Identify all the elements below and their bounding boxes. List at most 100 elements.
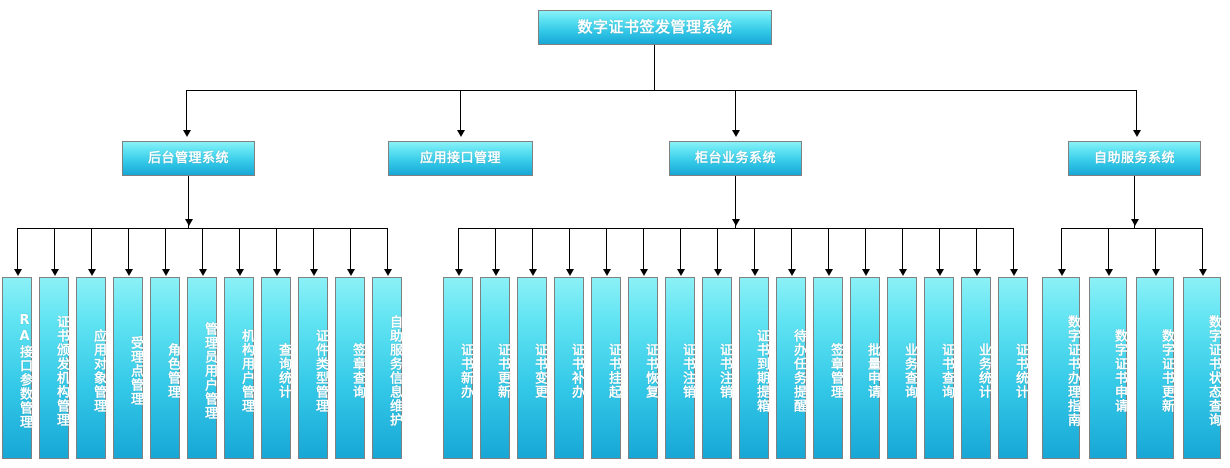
connector-drop-selfservice-1: [1108, 228, 1109, 270]
connector-stem-counter: [735, 176, 736, 228]
connector-stem-selfservice: [1134, 176, 1135, 228]
arrowhead-backend-3: [125, 269, 133, 276]
node-leaf-backend-7[interactable]: 查询统计: [261, 277, 291, 459]
connector-drop-backend-7: [276, 228, 277, 270]
connector-drop-backend-8: [313, 228, 314, 270]
arrowhead-backend-2: [88, 269, 96, 276]
node-counter-label: 柜台业务系统: [694, 150, 776, 166]
node-leaf-counter-13[interactable]: 证书查询: [924, 277, 954, 459]
node-selfservice-label: 自助服务系统: [1093, 150, 1175, 166]
node-leaf-counter-9[interactable]: 待办任务提醒: [776, 277, 806, 459]
arrowhead-backend-10: [384, 269, 392, 276]
connector-drop-backend-1: [54, 228, 55, 270]
arrowhead-counter-5: [640, 269, 648, 276]
connector-drop-backend-6: [239, 228, 240, 270]
node-leaf-counter-11[interactable]: 批量申请: [850, 277, 880, 459]
node-leaf-label: 数字证书办理指南: [1065, 315, 1080, 427]
arrowhead-counter-14: [973, 269, 981, 276]
node-api[interactable]: 应用接口管理: [388, 141, 533, 176]
connector-bus-counter: [458, 228, 1013, 229]
connector-drop-counter-13: [939, 228, 940, 270]
connector-drop-counter-9: [791, 228, 792, 270]
arrowhead-backend-9: [347, 269, 355, 276]
node-leaf-label: 数字证书申请: [1112, 329, 1127, 413]
node-leaf-backend-3[interactable]: 受理点管理: [113, 277, 143, 459]
connector-drop-counter-2: [532, 228, 533, 270]
node-leaf-counter-10[interactable]: 签章管理: [813, 277, 843, 459]
connector-drop-selfservice-3: [1202, 228, 1203, 270]
arrowhead-counter: [732, 130, 740, 137]
connector-drop-backend-5: [202, 228, 203, 270]
arrowhead-selfservice: [1133, 130, 1141, 137]
node-leaf-label: 机构用户管理: [239, 329, 254, 413]
node-leaf-counter-7[interactable]: 证书注销: [702, 277, 732, 459]
node-leaf-selfservice-2[interactable]: 数字证书更新: [1136, 277, 1174, 459]
node-leaf-backend-5[interactable]: 管理员用户管理: [187, 277, 217, 459]
connector-drop-counter-4: [606, 228, 607, 270]
node-root-label: 数字证书签发管理系统: [577, 17, 733, 36]
node-leaf-label: 业务查询: [902, 343, 917, 399]
node-leaf-counter-2[interactable]: 证书变更: [517, 277, 547, 459]
node-leaf-backend-9[interactable]: 签章查询: [335, 277, 365, 459]
node-leaf-counter-15[interactable]: 证书统计: [998, 277, 1028, 459]
node-leaf-label: 应用对象管理: [91, 329, 106, 413]
arrowhead-counter-13: [936, 269, 944, 276]
connector-drop-counter-0: [458, 228, 459, 270]
node-selfservice[interactable]: 自助服务系统: [1068, 141, 1201, 176]
arrowhead-backend-7: [273, 269, 281, 276]
arrowhead-backend-1: [51, 269, 59, 276]
node-leaf-backend-10[interactable]: 自助服务信息维护: [372, 277, 402, 459]
connector-drop-counter-6: [680, 228, 681, 270]
arrowhead-selfservice-2: [1152, 269, 1160, 276]
node-leaf-label: 数字证书更新: [1159, 329, 1174, 413]
node-leaf-counter-4[interactable]: 证书挂起: [591, 277, 621, 459]
node-leaf-selfservice-1[interactable]: 数字证书申请: [1089, 277, 1127, 459]
node-leaf-counter-5[interactable]: 证书恢复: [628, 277, 658, 459]
node-leaf-backend-1[interactable]: 证书颁发机构管理: [39, 277, 69, 459]
node-leaf-backend-4[interactable]: 角色管理: [150, 277, 180, 459]
connector-drop-counter-5: [643, 228, 644, 270]
node-leaf-label: 证书统计: [1013, 343, 1028, 399]
node-leaf-backend-2[interactable]: 应用对象管理: [76, 277, 106, 459]
arrowhead-counter-1: [492, 269, 500, 276]
node-leaf-label: 证书到期提箱: [754, 329, 769, 413]
arrowhead-counter-12: [899, 269, 907, 276]
node-leaf-label: 证书恢复: [643, 343, 658, 399]
node-leaf-counter-1[interactable]: 证书更新: [480, 277, 510, 459]
arrowhead-counter-7: [714, 269, 722, 276]
node-backend[interactable]: 后台管理系统: [122, 141, 255, 176]
connector-drop-counter: [735, 90, 736, 132]
node-leaf-selfservice-3[interactable]: 数字证书状态查询: [1183, 277, 1221, 459]
node-leaf-label: 受理点管理: [128, 336, 143, 406]
node-leaf-counter-3[interactable]: 证书补办: [554, 277, 584, 459]
node-leaf-backend-6[interactable]: 机构用户管理: [224, 277, 254, 459]
arrowhead-stem-selfservice: [1131, 219, 1139, 226]
node-leaf-label: RA接口参数管理: [17, 313, 32, 429]
connector-drop-counter-11: [865, 228, 866, 270]
arrowhead-backend: [183, 130, 191, 137]
node-backend-label: 后台管理系统: [147, 150, 229, 166]
connector-root-stem: [654, 45, 655, 90]
node-leaf-label: 业务统计: [976, 343, 991, 399]
node-leaf-label: 管理员用户管理: [202, 322, 217, 420]
connector-drop-backend-2: [91, 228, 92, 270]
node-leaf-backend-0[interactable]: RA接口参数管理: [2, 277, 32, 459]
node-leaf-label: 证书变更: [532, 343, 547, 399]
node-leaf-counter-14[interactable]: 业务统计: [961, 277, 991, 459]
arrowhead-stem-backend: [185, 219, 193, 226]
arrowhead-counter-8: [751, 269, 759, 276]
connector-drop-counter-8: [754, 228, 755, 270]
node-leaf-backend-8[interactable]: 证件类型管理: [298, 277, 328, 459]
node-leaf-label: 签章查询: [350, 343, 365, 399]
node-leaf-counter-8[interactable]: 证书到期提箱: [739, 277, 769, 459]
node-counter[interactable]: 柜台业务系统: [669, 141, 802, 176]
arrowhead-counter-9: [788, 269, 796, 276]
node-leaf-counter-12[interactable]: 业务查询: [887, 277, 917, 459]
arrowhead-counter-3: [566, 269, 574, 276]
node-leaf-counter-6[interactable]: 证书注销: [665, 277, 695, 459]
node-leaf-counter-0[interactable]: 证书新办: [443, 277, 473, 459]
connector-bus-selfservice: [1061, 228, 1202, 229]
node-leaf-selfservice-0[interactable]: 数字证书办理指南: [1042, 277, 1080, 459]
node-root[interactable]: 数字证书签发管理系统: [538, 10, 772, 45]
connector-drop-counter-12: [902, 228, 903, 270]
